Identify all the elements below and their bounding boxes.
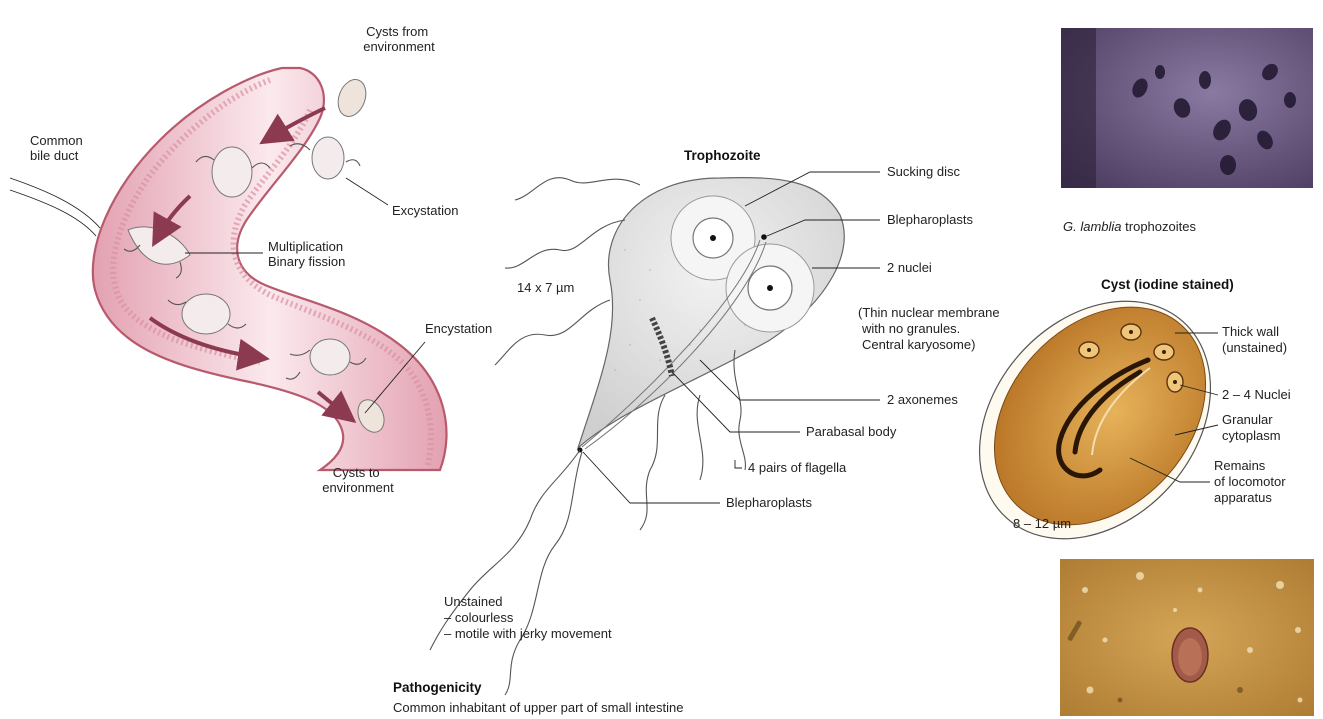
label-multiplication: Multiplication Binary fission bbox=[268, 239, 347, 269]
label-sucking-disc: Sucking disc bbox=[887, 164, 960, 179]
trophozoite-title: Trophozoite bbox=[684, 148, 761, 163]
trophozoite-in-gut-1 bbox=[212, 147, 252, 197]
label-nuclei: 2 nuclei bbox=[887, 260, 932, 275]
micrograph-top-caption: G. lamblia trophozoites bbox=[1063, 219, 1196, 234]
cyst-title: Cyst (iodine stained) bbox=[1101, 277, 1234, 292]
micrograph-cyst bbox=[1060, 559, 1314, 716]
encysting-parasite bbox=[310, 339, 350, 375]
trophozoite-in-gut-3 bbox=[182, 294, 230, 334]
label-cysts-from: Cysts from environment bbox=[363, 24, 435, 54]
life-cycle-diagram: Cysts from environment Common bile duct … bbox=[10, 24, 492, 495]
label-cyst-cytoplasm: Granular cytoplasm bbox=[1222, 412, 1281, 443]
label-parabasal: Parabasal body bbox=[806, 424, 897, 439]
pathogenicity-title: Pathogenicity bbox=[393, 680, 482, 695]
cyst-from-environment bbox=[333, 76, 370, 121]
label-blepharoplasts-top: Blepharoplasts bbox=[887, 212, 973, 227]
label-flagella: 4 pairs of flagella bbox=[748, 460, 847, 475]
leader-blepharoplasts-bottom bbox=[583, 452, 720, 503]
pathogenicity-text: Common inhabitant of upper part of small… bbox=[393, 700, 684, 715]
excysting-parasite bbox=[312, 137, 344, 179]
blepharoplast-top bbox=[761, 234, 767, 240]
micrograph-trophozoites: G. lamblia trophozoites bbox=[1061, 28, 1313, 234]
leader-flagella bbox=[735, 460, 742, 468]
label-excystation: Excystation bbox=[392, 203, 458, 218]
label-thick-wall: Thick wall (unstained) bbox=[1222, 324, 1287, 355]
trophozoite-diagram: Trophozoite 14 x 7 bbox=[430, 148, 1003, 695]
karyosome-left bbox=[710, 235, 716, 241]
leader-excystation bbox=[346, 178, 388, 205]
label-axonemes: 2 axonemes bbox=[887, 392, 958, 407]
micrograph-top-dark-edge bbox=[1061, 28, 1096, 188]
label-encystation: Encystation bbox=[425, 321, 492, 336]
label-unstained: Unstained – colourless – motile with jer… bbox=[444, 594, 612, 641]
label-size: 14 x 7 µm bbox=[517, 280, 574, 295]
label-common-bile-duct: Common bile duct bbox=[30, 133, 86, 163]
micrograph-cyst-inner bbox=[1178, 638, 1202, 676]
leader-axonemes bbox=[700, 360, 880, 400]
label-cyst-nuclei: 2 – 4 Nuclei bbox=[1222, 387, 1291, 402]
label-blepharoplasts-bottom: Blepharoplasts bbox=[726, 495, 812, 510]
label-cyst-size: 8 – 12 µm bbox=[1013, 516, 1071, 531]
label-remains: Remains of locomotor apparatus bbox=[1214, 458, 1289, 505]
karyosome-right bbox=[767, 285, 773, 291]
pathogenicity-block: Pathogenicity Common inhabitant of upper… bbox=[393, 680, 684, 715]
label-nuclear-note: (Thin nuclear membrane with no granules.… bbox=[858, 305, 1003, 352]
